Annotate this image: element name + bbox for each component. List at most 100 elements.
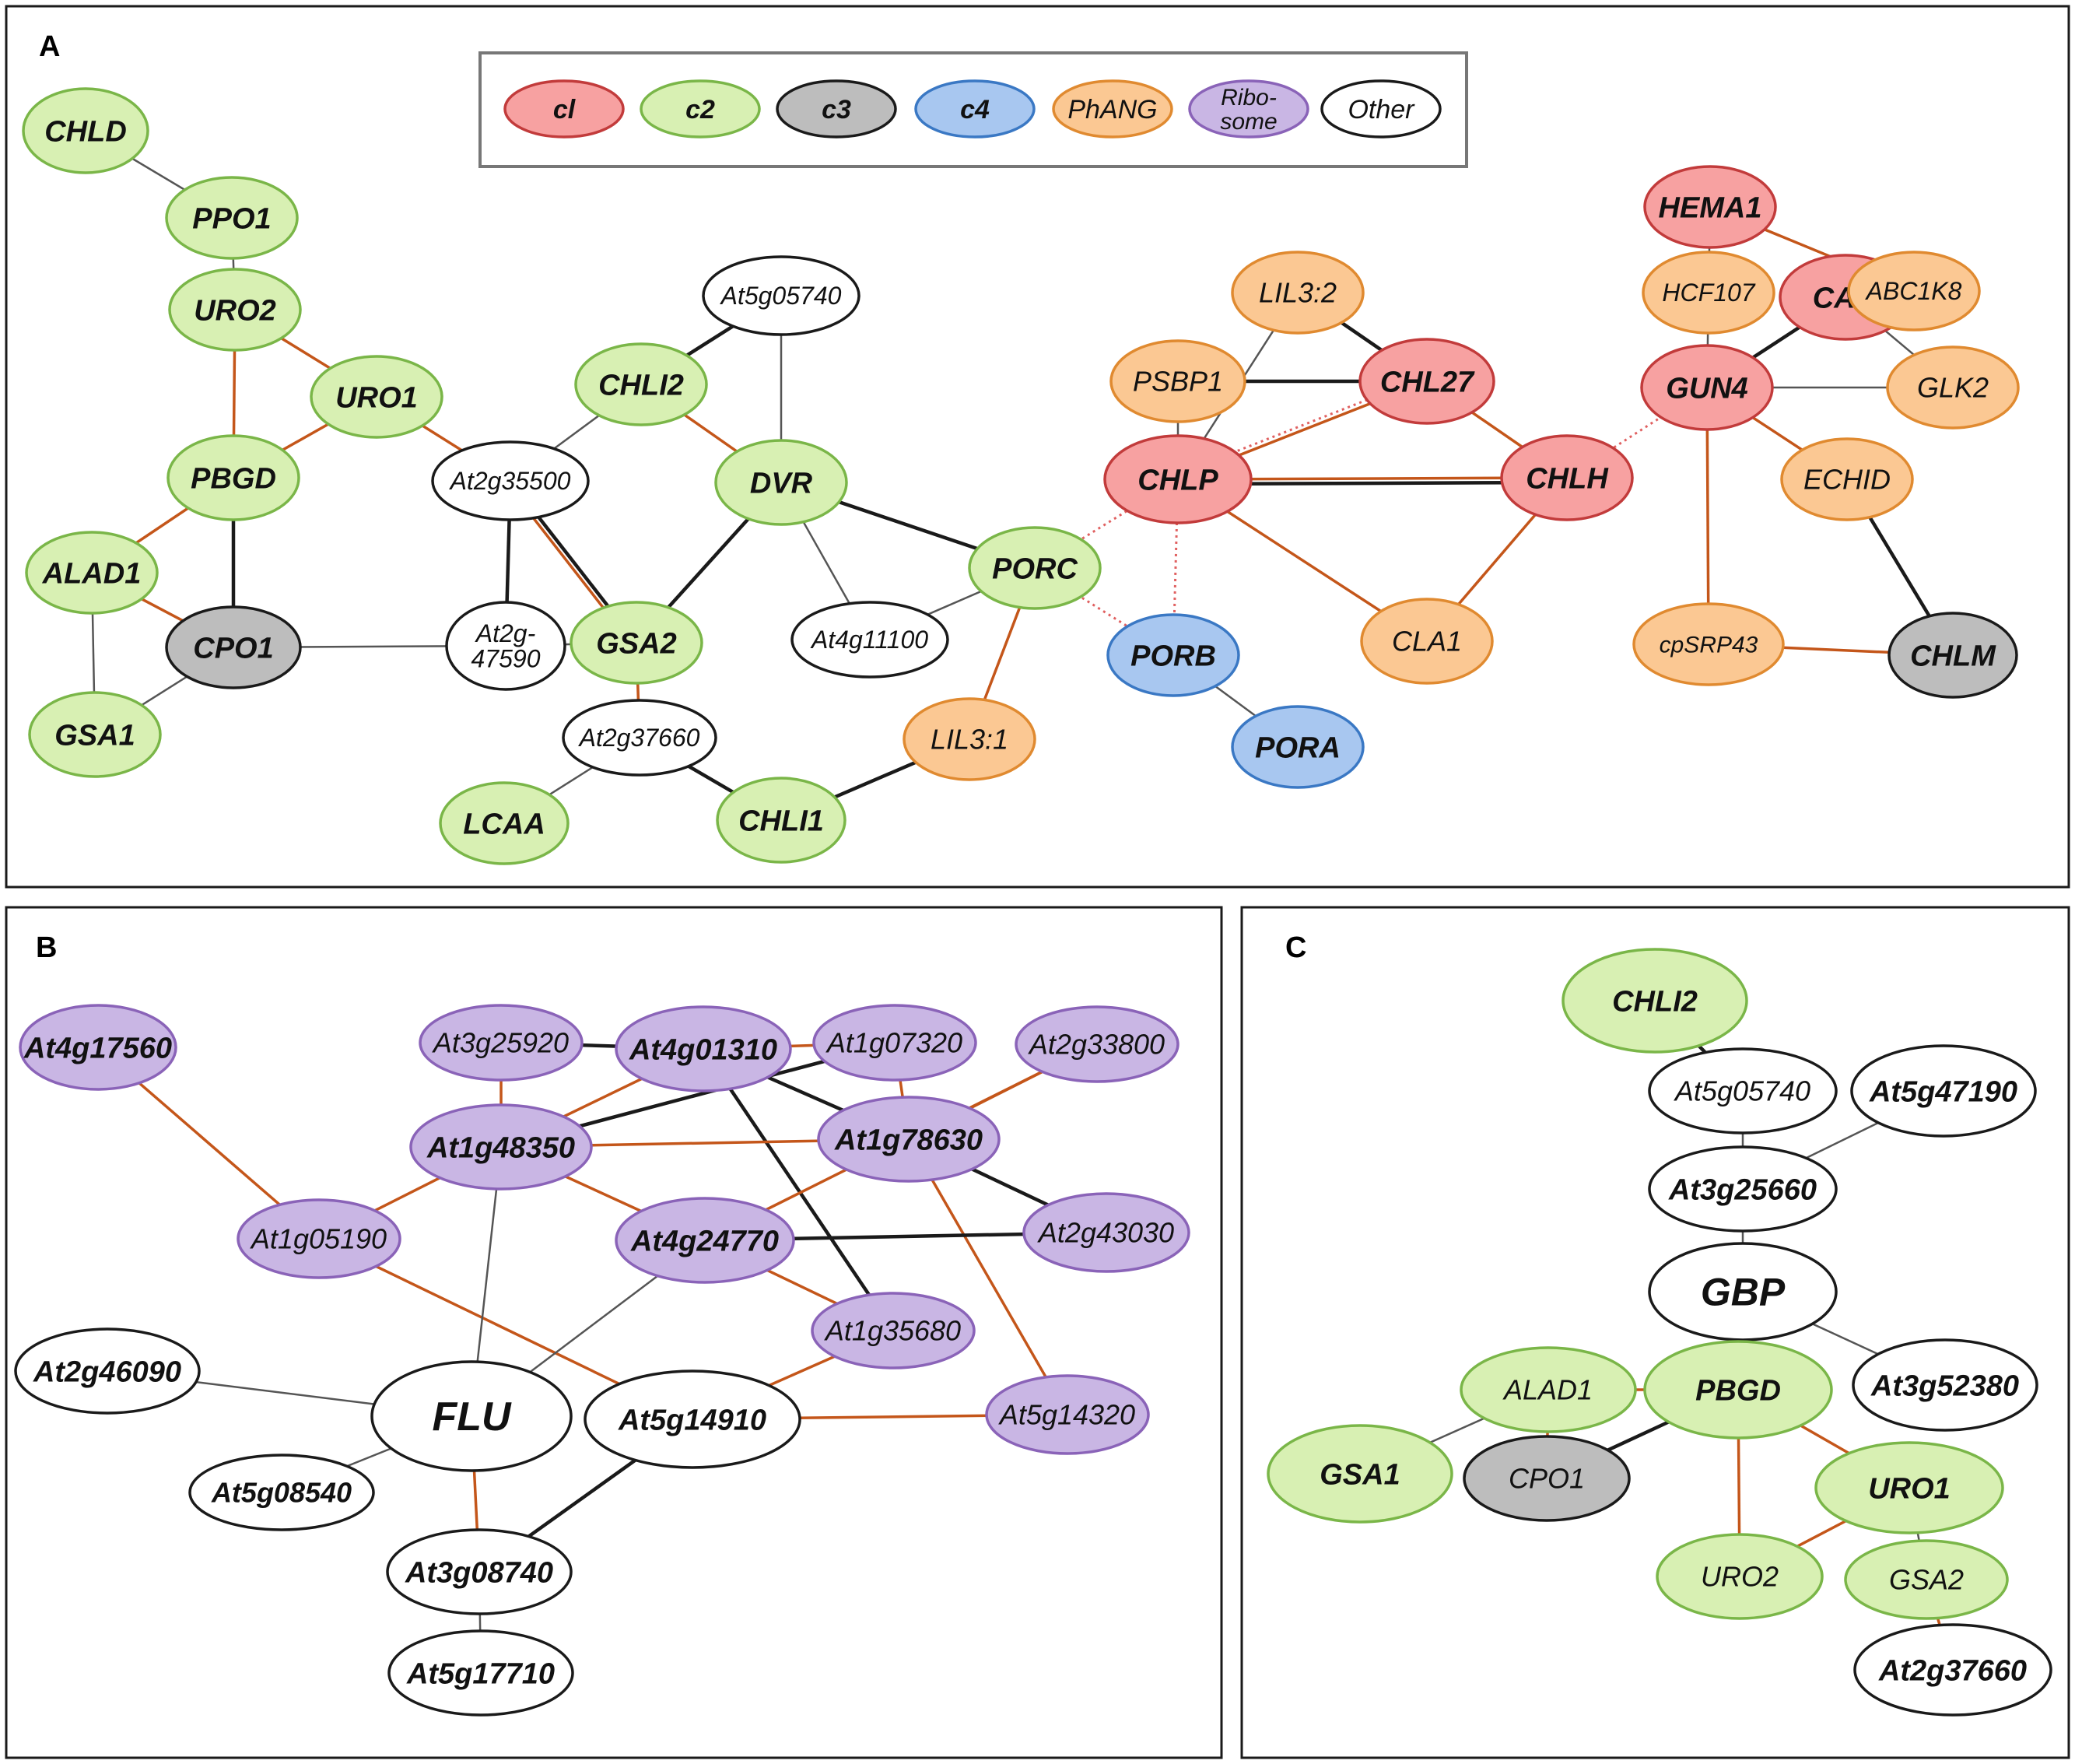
node-label: CPO1 [1509,1463,1585,1495]
node-cpsrp43[interactable]: cpSRP43 [1632,602,1785,686]
node-at2g46090[interactable]: At2g46090 [14,1327,201,1415]
node-ellipse [702,255,860,336]
node-ellipse [419,1004,584,1082]
node-label: CHLI2 [598,369,684,402]
node-hcf107[interactable]: HCF107 [1642,251,1775,335]
node-label: At2g43030 [1037,1217,1174,1249]
node-label: GSA2 [596,627,676,660]
node-porc[interactable]: PORC [968,526,1102,610]
node-at2g35500[interactable]: At2g35500 [431,440,590,521]
node-label: GSA1 [54,719,135,752]
node-at1g48350[interactable]: At1g48350 [409,1103,593,1191]
node-lil3-2[interactable]: LIL3:2 [1231,251,1365,335]
node-pbgd[interactable]: PBGD [1643,1340,1833,1440]
node-chli2[interactable]: CHLI2 [1562,948,1748,1054]
node-porb[interactable]: PORB [1106,613,1240,697]
node-uro1[interactable]: URO1 [310,355,443,439]
node-at2g43030[interactable]: At2g43030 [1022,1192,1190,1273]
node-at2g37660[interactable]: At2g37660 [562,699,717,777]
node-hema1[interactable]: HEMA1 [1643,165,1777,249]
node-label: CHLI1 [738,805,824,837]
node-label: At2g46090 [33,1355,181,1388]
node-gsa1[interactable]: GSA1 [28,691,162,778]
node-at5g08540[interactable]: At5g08540 [188,1454,375,1531]
node-chli2[interactable]: CHLI2 [574,342,708,426]
node-at4g01310[interactable]: At4g01310 [615,1005,792,1092]
node-at3g08740[interactable]: At3g08740 [386,1528,573,1615]
node-label: PPO1 [192,202,271,235]
node-gun4[interactable]: GUN4 [1640,344,1774,431]
node-at2g33800[interactable]: At2g33800 [1015,1005,1179,1083]
node-gsa2[interactable]: GSA2 [570,601,703,685]
node-ellipse [1231,705,1365,789]
node-chli1[interactable]: CHLI1 [716,777,846,864]
node-label: ALAD1 [42,557,142,590]
node-pbgd[interactable]: PBGD [166,434,300,521]
node-at5g05740[interactable]: At5g05740 [702,255,860,336]
node-gsa2[interactable]: GSA2 [1844,1539,2009,1620]
node-ellipse [25,531,159,615]
node-uro2[interactable]: URO2 [168,268,302,352]
node-at5g17710[interactable]: At5g17710 [387,1629,574,1717]
node-ellipse [615,1005,792,1092]
node-at2g47590[interactable]: At2g-47590 [445,601,566,691]
node-at5g05740[interactable]: At5g05740 [1648,1047,1838,1135]
node-label: CHLD [44,115,127,148]
node-alad1[interactable]: ALAD1 [1460,1346,1637,1433]
node-psbp1[interactable]: PSBP1 [1109,339,1246,423]
node-at1g35680[interactable]: At1g35680 [811,1292,976,1369]
node-ellipse [1648,1047,1838,1135]
node-uro1[interactable]: URO1 [1814,1441,2004,1534]
node-at4g24770[interactable]: At4g24770 [615,1197,795,1284]
node-glk2[interactable]: GLK2 [1886,345,2020,430]
node-cpo1[interactable]: CPO1 [165,605,302,689]
node-chlh[interactable]: CHLH [1500,434,1634,521]
node-chl27[interactable]: CHL27 [1358,338,1495,425]
node-label: LCAA [463,808,545,840]
node-label: cpSRP43 [1660,633,1758,658]
node-label: At1g48350 [426,1131,575,1164]
node-at1g07320[interactable]: At1g07320 [812,1004,977,1082]
node-echid[interactable]: ECHID [1780,437,1914,521]
node-label: At2g-47590 [471,619,541,673]
node-at1g05190[interactable]: At1g05190 [237,1198,401,1279]
node-gbp[interactable]: GBP [1648,1242,1838,1341]
node-ppo1[interactable]: PPO1 [165,176,299,260]
node-at3g25660[interactable]: At3g25660 [1648,1145,1838,1233]
node-flu[interactable]: FLU [370,1360,573,1472]
node-ellipse [22,87,149,174]
node-chlp[interactable]: CHLP [1103,434,1253,524]
node-at5g47190[interactable]: At5g47190 [1850,1044,2037,1138]
node-at3g25920[interactable]: At3g25920 [419,1004,584,1082]
node-abc1k8[interactable]: ABC1K8 [1847,251,1981,331]
node-ellipse [1642,251,1775,335]
node-uro2[interactable]: URO2 [1656,1533,1824,1620]
node-ellipse [1780,437,1914,521]
node-cpo1[interactable]: CPO1 [1463,1435,1631,1522]
legend-item-c2: c2 [640,79,761,139]
node-at5g14910[interactable]: At5g14910 [584,1369,801,1469]
node-lil3-1[interactable]: LIL3:1 [903,697,1036,781]
node-at1g78630[interactable]: At1g78630 [817,1096,1001,1183]
node-at4g11100[interactable]: At4g11100 [790,601,949,679]
node-at3g52380[interactable]: At3g52380 [1852,1338,2038,1432]
node-alad1[interactable]: ALAD1 [25,531,159,615]
node-dvr[interactable]: DVR [714,439,848,526]
node-at2g37660[interactable]: At2g37660 [1853,1623,2052,1717]
node-label: At5g05740 [1674,1075,1810,1107]
node-pora[interactable]: PORA [1231,705,1365,789]
node-chlm[interactable]: CHLM [1887,612,2018,699]
node-at4g17560[interactable]: At4g17560 [19,1004,177,1091]
node-at5g14320[interactable]: At5g14320 [985,1374,1150,1455]
legend-swatch [1188,79,1309,139]
node-ellipse [811,1292,976,1369]
node-label: At4g01310 [629,1033,777,1066]
node-ellipse [1844,1539,2009,1620]
legend-label: c2 [685,95,715,124]
node-cla1[interactable]: CLA1 [1360,598,1494,685]
legend-swatch [1052,79,1173,139]
node-gsa1[interactable]: GSA1 [1267,1424,1453,1524]
node-lcaa[interactable]: LCAA [439,781,570,865]
node-chld[interactable]: CHLD [22,87,149,174]
